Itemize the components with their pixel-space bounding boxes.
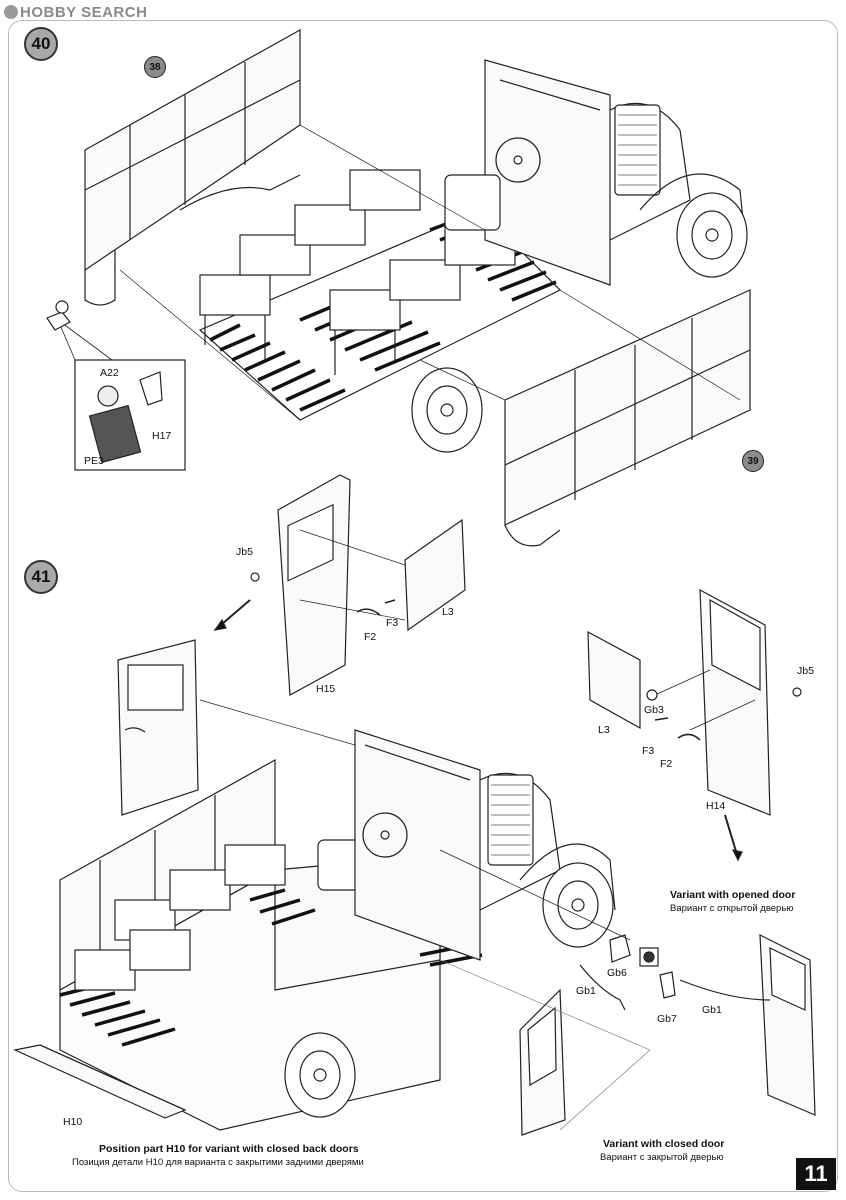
caption-closed-door-ru: Вариант с закрытой дверью	[600, 1152, 724, 1163]
label-jb5-right: Jb5	[797, 665, 814, 677]
label-l3-left: L3	[442, 606, 454, 618]
step-41-door-h14	[587, 588, 802, 862]
watermark-text: HOBBY SEARCH	[20, 4, 148, 21]
caption-h10-ru: Позиция детали H10 для варианта с закрыт…	[72, 1157, 364, 1168]
step-41-part-h10	[13, 1044, 187, 1119]
label-h10: H10	[63, 1116, 83, 1128]
page-number: 11	[796, 1158, 836, 1190]
step-41-door-h15	[213, 474, 466, 696]
label-gb6: Gb6	[607, 967, 627, 979]
label-h14: H14	[706, 800, 726, 812]
page-frame	[8, 20, 838, 1192]
step-41-closed-door-variant	[439, 959, 651, 1136]
label-f2-right: F2	[660, 758, 673, 770]
label-gb7: Gb7	[657, 1013, 677, 1025]
label-h17: H17	[152, 430, 172, 442]
hobby-search-logo-icon	[4, 5, 18, 19]
ref-39-badge: 39	[742, 450, 764, 472]
label-pe3: PE3	[84, 455, 104, 467]
step-40-right-panel	[411, 289, 751, 547]
label-f3-right: F3	[642, 745, 655, 757]
step-40-guide-lines	[119, 124, 741, 421]
caption-opened-door-ru: Вариант с открытой дверью	[670, 903, 794, 914]
step-41-rear-door-floating	[117, 639, 356, 816]
label-gb3: Gb3	[644, 704, 664, 716]
step-41-badge: 41	[24, 560, 58, 594]
label-f3-left: F3	[386, 617, 399, 629]
step-41-opened-door-variant	[439, 849, 816, 1116]
caption-h10-en: Position part H10 for variant with close…	[99, 1143, 359, 1155]
label-f2-left: F2	[364, 631, 377, 643]
label-jb5-left: Jb5	[236, 546, 253, 558]
label-gb1-left: Gb1	[576, 985, 596, 997]
label-h15: H15	[316, 683, 336, 695]
label-l3-right: L3	[598, 724, 610, 736]
step-40-badge: 40	[24, 27, 58, 61]
caption-opened-door-en: Variant with opened door	[670, 889, 796, 901]
step-40-cab	[444, 59, 748, 286]
caption-closed-door-en: Variant with closed door	[603, 1138, 725, 1150]
step-41-cab	[354, 729, 616, 961]
ref-38-badge: 38	[144, 56, 166, 78]
detail-inset-a22	[46, 300, 186, 471]
label-gb1-right: Gb1	[702, 1004, 722, 1016]
label-a22: A22	[100, 367, 119, 379]
watermark: HOBBY SEARCH	[4, 4, 147, 21]
